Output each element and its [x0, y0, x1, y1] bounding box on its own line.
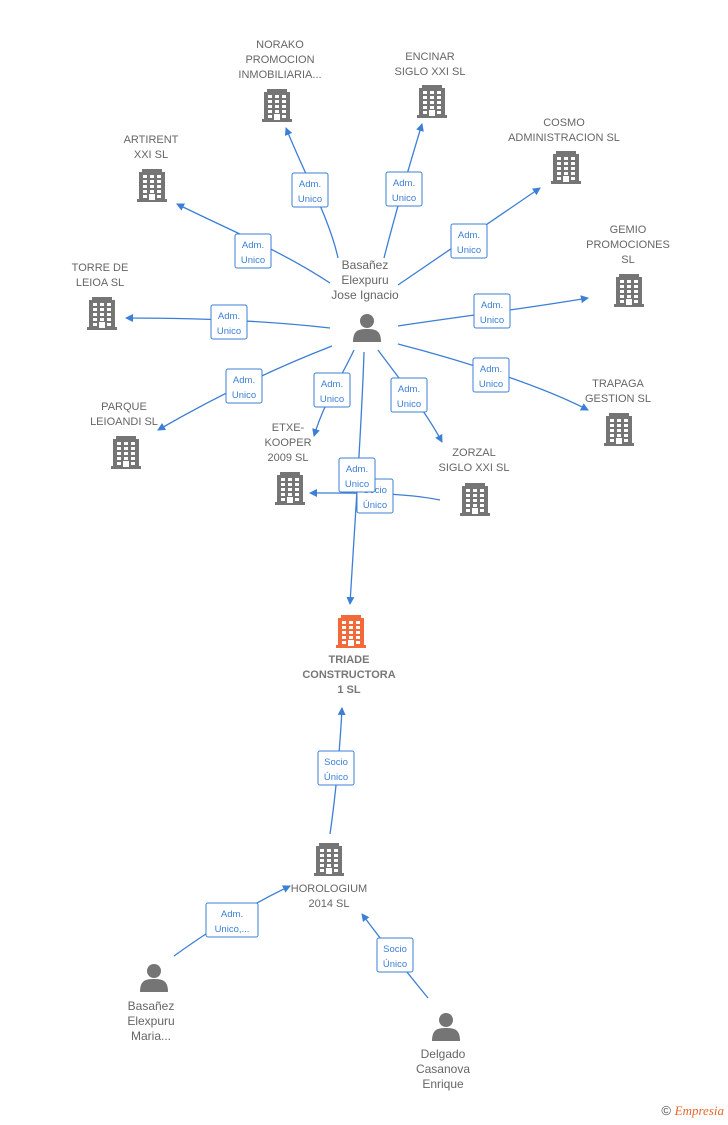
footer-brand[interactable]: © Empresia [661, 1103, 724, 1119]
badge-jose-artirent[interactable]: Adm.Unico [234, 233, 272, 269]
maria-person-icon[interactable] [140, 964, 168, 992]
badge-jose-etxe[interactable]: Adm.Unico [313, 372, 351, 408]
zorzal-building-icon[interactable] [460, 483, 490, 516]
edge-badges: Adm.UnicoAdm.UnicoAdm.UnicoAdm.UnicoAdm.… [205, 171, 511, 973]
parque-building-icon[interactable] [111, 436, 141, 469]
badge-jose-norako[interactable]: Adm.Unico [291, 172, 329, 208]
svg-text:Adm.Unico: Adm.Unico [392, 178, 416, 204]
etxe-building-icon[interactable] [275, 472, 305, 505]
gemio-building-icon[interactable] [614, 274, 644, 307]
svg-text:Adm.Unico,...: Adm.Unico,... [215, 909, 250, 935]
edges [125, 123, 589, 999]
triade-building-icon[interactable] [336, 615, 366, 648]
svg-text:Adm.Unico: Adm.Unico [480, 300, 504, 326]
badge-jose-encinar[interactable]: Adm.Unico [385, 171, 423, 207]
brand-name: Empresia [674, 1103, 724, 1118]
trapaga-building-icon[interactable] [604, 413, 634, 446]
jose-person-icon[interactable] [353, 314, 381, 342]
copyright-symbol: © [661, 1103, 672, 1118]
svg-text:Adm.Unico: Adm.Unico [217, 311, 241, 337]
cosmo-building-icon[interactable] [551, 151, 581, 184]
norako-building-icon[interactable] [262, 89, 292, 122]
badge-jose-cosmo[interactable]: Adm.Unico [450, 223, 488, 259]
torre-building-icon[interactable] [87, 297, 117, 330]
badge-jose-torre[interactable]: Adm.Unico [210, 304, 248, 340]
delgado-person-icon[interactable] [432, 1013, 460, 1041]
svg-text:Adm.Unico: Adm.Unico [397, 384, 421, 410]
badge-jose-zorzal[interactable]: Adm.Unico [390, 377, 428, 413]
svg-text:Adm.Unico: Adm.Unico [298, 179, 322, 205]
horologium-building-icon[interactable] [314, 843, 344, 876]
svg-text:Adm.Unico: Adm.Unico [345, 464, 369, 490]
badge-jose-trapaga[interactable]: Adm.Unico [472, 357, 510, 393]
badge-jose-parque[interactable]: Adm.Unico [225, 368, 263, 404]
badge-jose-triade[interactable]: Adm.Unico [338, 457, 376, 493]
encinar-building-icon[interactable] [417, 85, 447, 118]
svg-text:Adm.Unico: Adm.Unico [232, 375, 256, 401]
svg-text:Adm.Unico: Adm.Unico [241, 240, 265, 266]
svg-text:Adm.Unico: Adm.Unico [479, 364, 503, 390]
badge-jose-gemio[interactable]: Adm.Unico [473, 293, 511, 329]
svg-text:Adm.Unico: Adm.Unico [320, 379, 344, 405]
badge-maria-horologium[interactable]: Adm.Unico,... [205, 902, 259, 938]
artirent-building-icon[interactable] [137, 169, 167, 202]
svg-text:Adm.Unico: Adm.Unico [457, 230, 481, 256]
